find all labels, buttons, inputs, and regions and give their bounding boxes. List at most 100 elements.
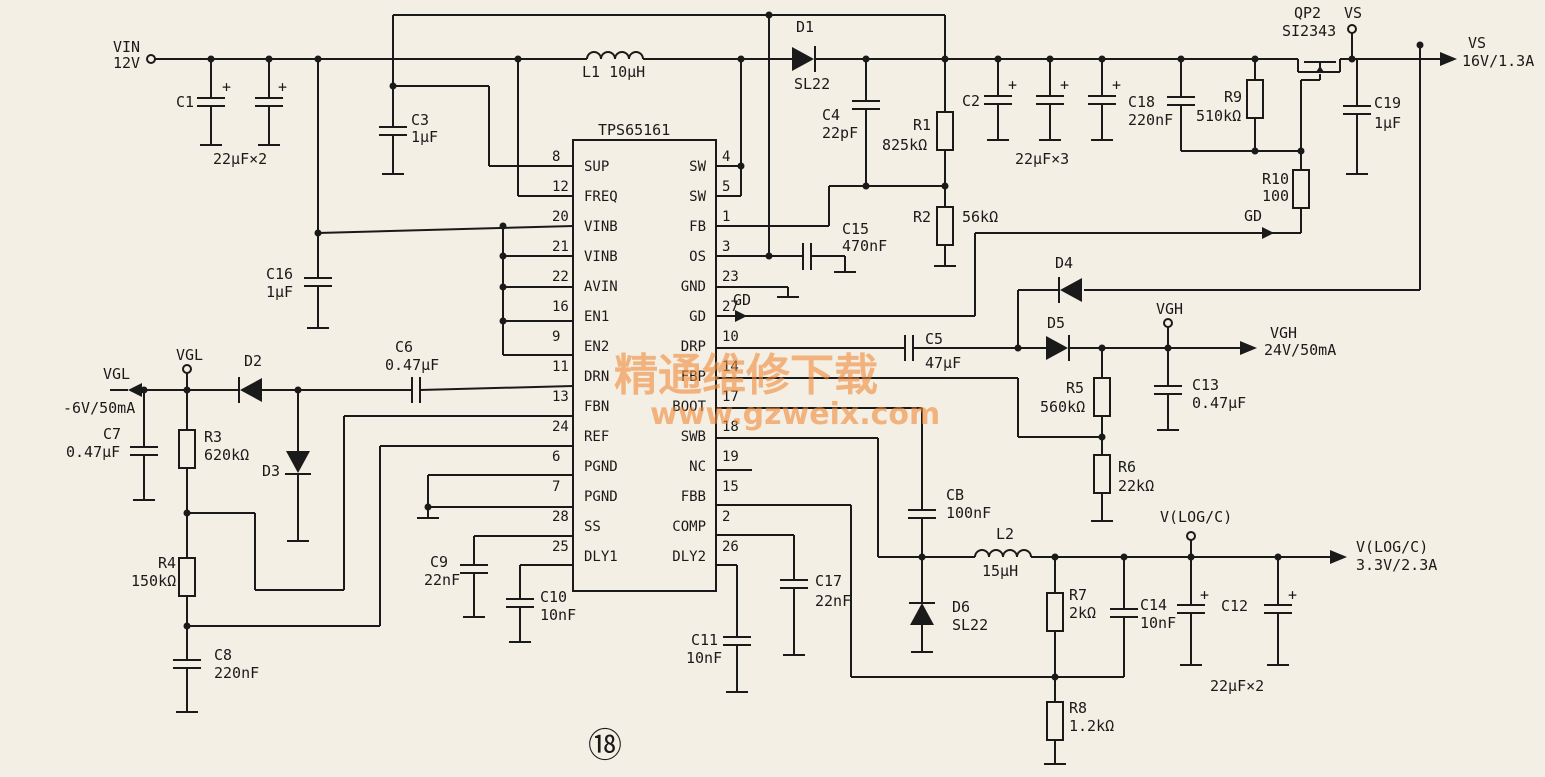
d4-label: D4 bbox=[1055, 254, 1073, 272]
d2-diode bbox=[240, 378, 262, 402]
ic-pin-number: 22 bbox=[552, 269, 569, 285]
ic-pin-number: 23 bbox=[722, 269, 739, 285]
c8-value: 220nF bbox=[214, 664, 259, 682]
ic-pin-label: SW bbox=[689, 189, 706, 205]
r1-resistor bbox=[936, 111, 954, 151]
c13-label: C13 bbox=[1192, 376, 1219, 394]
ic-pin-label: FB bbox=[689, 219, 706, 235]
ic-pin-label: FBP bbox=[681, 369, 706, 385]
ic-pin-label: OS bbox=[689, 249, 706, 265]
ic-pin-label: SUP bbox=[584, 159, 609, 175]
c15-value: 470nF bbox=[842, 237, 887, 255]
c2-label: C2 bbox=[962, 92, 980, 110]
ic-pin-label: PGND bbox=[584, 489, 618, 505]
d3-diode bbox=[286, 451, 310, 473]
c5-label: C5 bbox=[925, 330, 943, 348]
r4-resistor bbox=[178, 557, 196, 597]
vgh-output-value: 24V/50mA bbox=[1264, 341, 1336, 359]
r8-value: 1.2kΩ bbox=[1069, 717, 1114, 735]
ic-pin-number: 28 bbox=[552, 509, 569, 525]
d6-label: D6 bbox=[952, 598, 970, 616]
d4-diode bbox=[1060, 278, 1082, 302]
ic-pin-number: 12 bbox=[552, 179, 569, 195]
ic-pin-number: 13 bbox=[552, 389, 569, 405]
vlog-terminal bbox=[1186, 531, 1196, 541]
c17-value: 22nF bbox=[815, 592, 851, 610]
gd-right-label: GD bbox=[1244, 207, 1262, 225]
d1-label: D1 bbox=[796, 18, 814, 36]
r10-resistor bbox=[1292, 169, 1310, 209]
c4-label: C4 bbox=[822, 106, 840, 124]
ic-pin-number: 14 bbox=[722, 359, 739, 375]
r3-value: 620kΩ bbox=[204, 446, 249, 464]
c2-value: 22μF×3 bbox=[1015, 150, 1069, 168]
ic-left-pins: 8SUP12FREQ20VINB21VINB22AVIN16EN19EN211D… bbox=[552, 149, 618, 565]
r9-value: 510kΩ bbox=[1196, 107, 1241, 125]
ic-pin-label: VINB bbox=[584, 249, 618, 265]
vs-node-label: VS bbox=[1344, 4, 1362, 22]
d5-diode bbox=[1046, 336, 1068, 360]
ic-pin-label: REF bbox=[584, 429, 609, 445]
r6-value: 22kΩ bbox=[1118, 477, 1154, 495]
ic-pin-number: 8 bbox=[552, 149, 560, 165]
r2-value: 56kΩ bbox=[962, 208, 998, 226]
svg-text:+: + bbox=[1008, 76, 1017, 94]
ic-pin-number: 26 bbox=[722, 539, 739, 555]
vgl-terminal bbox=[182, 364, 192, 374]
c7-value: 0.47μF bbox=[66, 443, 120, 461]
l1-inductor bbox=[586, 51, 644, 60]
r5-value: 560kΩ bbox=[1040, 398, 1085, 416]
qp2-mosfet bbox=[1297, 59, 1341, 151]
figure-number: ⑱ bbox=[588, 726, 622, 766]
ic-pin-number: 10 bbox=[722, 329, 739, 345]
ic-pin-label: NC bbox=[689, 459, 706, 475]
r1-label: R1 bbox=[913, 116, 931, 134]
cb-label: CB bbox=[946, 486, 964, 504]
vgl-node-label: VGL bbox=[176, 346, 203, 364]
ic-pin-number: 1 bbox=[722, 209, 730, 225]
c16-label: C16 bbox=[266, 265, 293, 283]
ic-pin-label: SWB bbox=[681, 429, 706, 445]
c6-value: 0.47μF bbox=[385, 356, 439, 374]
d1-part: SL22 bbox=[794, 75, 830, 93]
vin-label: VIN bbox=[113, 38, 140, 56]
svg-text:+: + bbox=[278, 78, 287, 96]
c4-value: 22pF bbox=[822, 124, 858, 142]
c3-value: 1μF bbox=[411, 128, 438, 146]
c12-value: 22μF×2 bbox=[1210, 677, 1264, 695]
vin-terminal bbox=[146, 54, 156, 64]
r9-label: R9 bbox=[1224, 88, 1242, 106]
ic-pin-number: 19 bbox=[722, 449, 739, 465]
ic-right-pins: SW4SW5FB1OS3GND23GD27DRP10FBP14BOOT17SWB… bbox=[672, 149, 739, 565]
vgh-node-label: VGH bbox=[1156, 300, 1183, 318]
d3-label: D3 bbox=[262, 462, 280, 480]
vlog-output-value: 3.3V/2.3A bbox=[1356, 556, 1437, 574]
ic-pin-number: 20 bbox=[552, 209, 569, 225]
ic-pin-number: 27 bbox=[722, 299, 739, 315]
ic-pin-label: EN2 bbox=[584, 339, 609, 355]
r10-value: 100 bbox=[1262, 187, 1289, 205]
c1-label: C1 bbox=[176, 93, 194, 111]
ic-name: TPS65161 bbox=[598, 121, 670, 139]
vgl-output-value: -6V/50mA bbox=[63, 399, 135, 417]
cb-value: 100nF bbox=[946, 504, 991, 522]
r5-resistor bbox=[1093, 377, 1111, 417]
c7-label: C7 bbox=[103, 425, 121, 443]
r4-label: R4 bbox=[158, 554, 176, 572]
l2-label: L2 bbox=[996, 525, 1014, 543]
c14-value: 10nF bbox=[1140, 614, 1176, 632]
c8-label: C8 bbox=[214, 646, 232, 664]
ic-pin-label: AVIN bbox=[584, 279, 618, 295]
gd-ic-label: GD bbox=[733, 291, 751, 309]
svg-text:+: + bbox=[1288, 586, 1297, 604]
c19-value: 1μF bbox=[1374, 114, 1401, 132]
c9-value: 22nF bbox=[424, 571, 460, 589]
ic-pin-label: DRP bbox=[681, 339, 706, 355]
qp2-part: SI2343 bbox=[1282, 22, 1336, 40]
ic-pin-number: 6 bbox=[552, 449, 560, 465]
c17-label: C17 bbox=[815, 572, 842, 590]
c5-value: 47μF bbox=[925, 354, 961, 372]
ic-pin-number: 7 bbox=[552, 479, 560, 495]
l2-inductor bbox=[974, 549, 1032, 558]
c12-label: C12 bbox=[1221, 597, 1248, 615]
